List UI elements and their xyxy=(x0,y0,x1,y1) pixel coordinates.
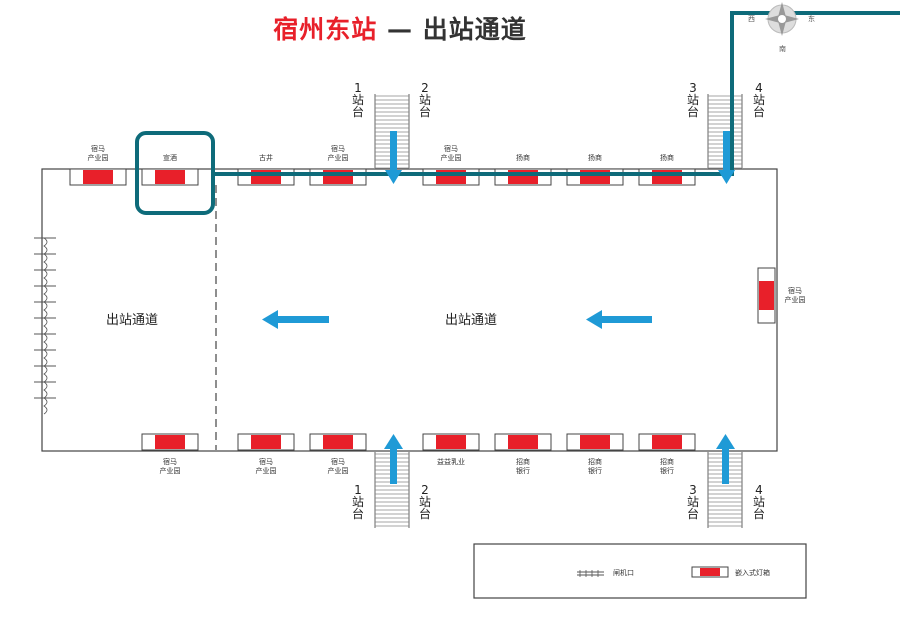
top-lightbox xyxy=(422,168,480,186)
right-ad-label: 宿马 产业园 xyxy=(784,287,806,304)
title-station: 宿州东站 xyxy=(273,15,378,44)
platform-label-4-top: 4 站 台 xyxy=(752,81,765,119)
bottom-ad-label: 宿马 产业园 xyxy=(255,458,277,475)
top-ad-label: 扬商 xyxy=(588,154,602,162)
top-lightbox xyxy=(141,168,199,186)
top-ad-label: 宿马 产业园 xyxy=(440,145,462,162)
top-ad-label: 宿马 产业园 xyxy=(327,145,349,162)
platform-label-4-bottom: 4 站 台 xyxy=(752,483,765,521)
top-lightbox xyxy=(494,168,552,186)
arrow-down-platform-1-2 xyxy=(385,131,402,184)
platform-label-1-bottom: 1 站 台 xyxy=(351,483,364,521)
corridor-label-west: 出站通道 xyxy=(106,313,159,328)
bottom-lightbox xyxy=(638,433,696,451)
bottom-ad-label: 招商 银行 xyxy=(660,458,674,475)
legend-lightbox-icon xyxy=(691,566,729,578)
legend-box xyxy=(473,543,807,599)
platform-label-3-bottom: 3 站 台 xyxy=(686,483,699,521)
top-ad-label: 宣酒 xyxy=(163,154,177,162)
route-line xyxy=(213,11,900,176)
top-lightboxes xyxy=(69,168,696,186)
bottom-lightboxes xyxy=(141,433,696,451)
legend-gate-icon xyxy=(577,570,604,577)
gate-machines-left xyxy=(34,236,56,415)
arrow-left-1 xyxy=(262,310,329,329)
platform-label-2-bottom: 2 站 台 xyxy=(418,483,431,521)
arrow-up-platform-3-4 xyxy=(716,434,735,484)
compass-east: 东 xyxy=(808,15,815,23)
top-ad-label: 古井 xyxy=(259,154,273,162)
bottom-ad-label: 益益乳业 xyxy=(437,458,465,466)
title-rest: — 出站通道 xyxy=(377,15,527,44)
platform-label-3-top: 3 站 台 xyxy=(686,81,699,119)
arrow-down-platform-3-4 xyxy=(718,131,735,184)
platform-label-2-top: 2 站 台 xyxy=(418,81,431,119)
top-lightbox xyxy=(69,168,127,186)
compass-south: 南 xyxy=(779,45,786,53)
top-lightbox xyxy=(309,168,367,186)
bottom-lightbox xyxy=(141,433,199,451)
right-lightbox xyxy=(757,267,776,324)
bottom-ad-label: 宿马 产业园 xyxy=(327,458,349,475)
legend-gate-label: 闸机口 xyxy=(613,569,634,577)
top-lightbox xyxy=(237,168,295,186)
legend-lightbox-label: 嵌入式灯箱 xyxy=(735,569,770,577)
top-ad-label: 扬商 xyxy=(516,154,530,162)
bottom-lightbox xyxy=(494,433,552,451)
platform-label-1-top: 1 站 台 xyxy=(351,81,364,119)
page-title: 宿州东站 — 出站通道 xyxy=(0,10,800,46)
top-lightbox xyxy=(638,168,696,186)
route-highlight-box xyxy=(135,131,215,215)
arrow-up-platform-1-2 xyxy=(384,434,403,484)
bottom-lightbox xyxy=(309,433,367,451)
corridor-label-main: 出站通道 xyxy=(445,313,498,328)
bottom-lightbox xyxy=(422,433,480,451)
top-ad-label: 扬商 xyxy=(660,154,674,162)
compass-west: 西 xyxy=(748,15,755,23)
bottom-lightbox xyxy=(566,433,624,451)
bottom-lightbox xyxy=(237,433,295,451)
stair-top-3-4 xyxy=(707,94,743,169)
top-ad-label: 宿马 产业园 xyxy=(87,145,109,162)
bottom-ad-label: 招商 银行 xyxy=(588,458,602,475)
bottom-ad-label: 招商 银行 xyxy=(516,458,530,475)
top-lightbox xyxy=(566,168,624,186)
compass-icon xyxy=(765,2,799,36)
arrow-left-2 xyxy=(586,310,652,329)
bottom-ad-label: 宿马 产业园 xyxy=(159,458,181,475)
